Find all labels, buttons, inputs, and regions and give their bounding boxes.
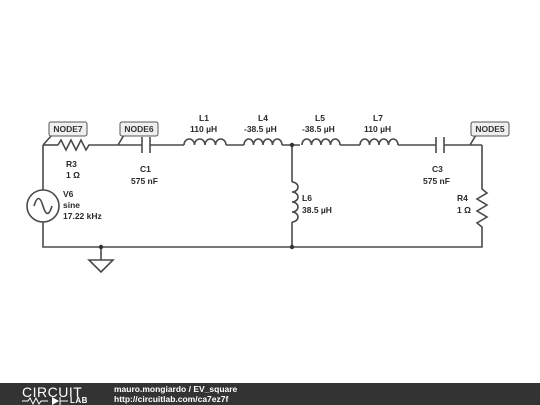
capacitor-c1-symbol (141, 137, 151, 153)
v6-type-label: sine (63, 200, 80, 210)
l7-value-label: 110 µH (364, 124, 391, 134)
l4-value-label: -38.5 µH (244, 124, 277, 134)
r4-name-label: R4 (457, 193, 468, 203)
junction-dot (289, 142, 295, 148)
node-flag-node5[interactable]: NODE5 (469, 121, 510, 146)
c1-value-label: 575 nF (131, 176, 158, 186)
author-title-text: mauro.mongiardo / EV_square (114, 384, 238, 394)
r4-value-label: 1 Ω (457, 205, 471, 215)
l1-name-label: L1 (199, 113, 209, 123)
node-flag-node6[interactable]: NODE6 (117, 121, 159, 146)
ground-icon (87, 259, 115, 274)
circuitlab-logo-bottom: LAB (70, 396, 88, 405)
credit-block: mauro.mongiardo / EV_square http://circu… (114, 384, 237, 404)
c3-value-label: 575 nF (423, 176, 450, 186)
resistor-r4-symbol (475, 186, 489, 232)
inductor-l6-symbol (291, 181, 299, 223)
c1-name-label: C1 (140, 164, 151, 174)
inductor-l1-symbol (183, 138, 227, 146)
l1-value-label: 110 µH (190, 124, 217, 134)
l7-name-label: L7 (373, 113, 383, 123)
r3-name-label: R3 (66, 159, 77, 169)
inductor-l7-symbol (359, 138, 399, 146)
circuit-schematic: NODE7 NODE6 NODE5 R3 1 Ω C1 575 nF L1 11… (26, 113, 510, 274)
l6-value-label: 38.5 µH (302, 205, 332, 215)
l5-value-label: -38.5 µH (302, 124, 335, 134)
circuitlab-logo-mark (22, 396, 68, 405)
l4-name-label: L4 (258, 113, 268, 123)
inductor-l5-symbol (301, 138, 341, 146)
circuit-url-link[interactable]: http://circuitlab.com/ca7ez7f (114, 394, 229, 404)
junction-dot (289, 244, 295, 250)
junction-dot (98, 244, 104, 250)
footer-bar (0, 383, 540, 405)
r3-value-label: 1 Ω (66, 170, 80, 180)
frame-wires (42, 145, 483, 260)
node6-label: NODE6 (124, 124, 154, 134)
c3-name-label: C3 (432, 164, 443, 174)
node7-label: NODE7 (53, 124, 83, 134)
l5-name-label: L5 (315, 113, 325, 123)
node5-label: NODE5 (475, 124, 505, 134)
v6-name-label: V6 (63, 189, 74, 199)
capacitor-c3-symbol (435, 137, 445, 153)
l6-name-label: L6 (302, 193, 312, 203)
inductor-l4-symbol (243, 138, 283, 146)
voltage-source-v6-symbol (26, 189, 60, 223)
circuitlab-logo-top: CIRCUIT (22, 384, 83, 400)
v6-frequency-label: 17.22 kHz (63, 211, 102, 221)
resistor-r3-symbol (57, 138, 92, 152)
node-flag-node7[interactable]: NODE7 (42, 121, 88, 146)
